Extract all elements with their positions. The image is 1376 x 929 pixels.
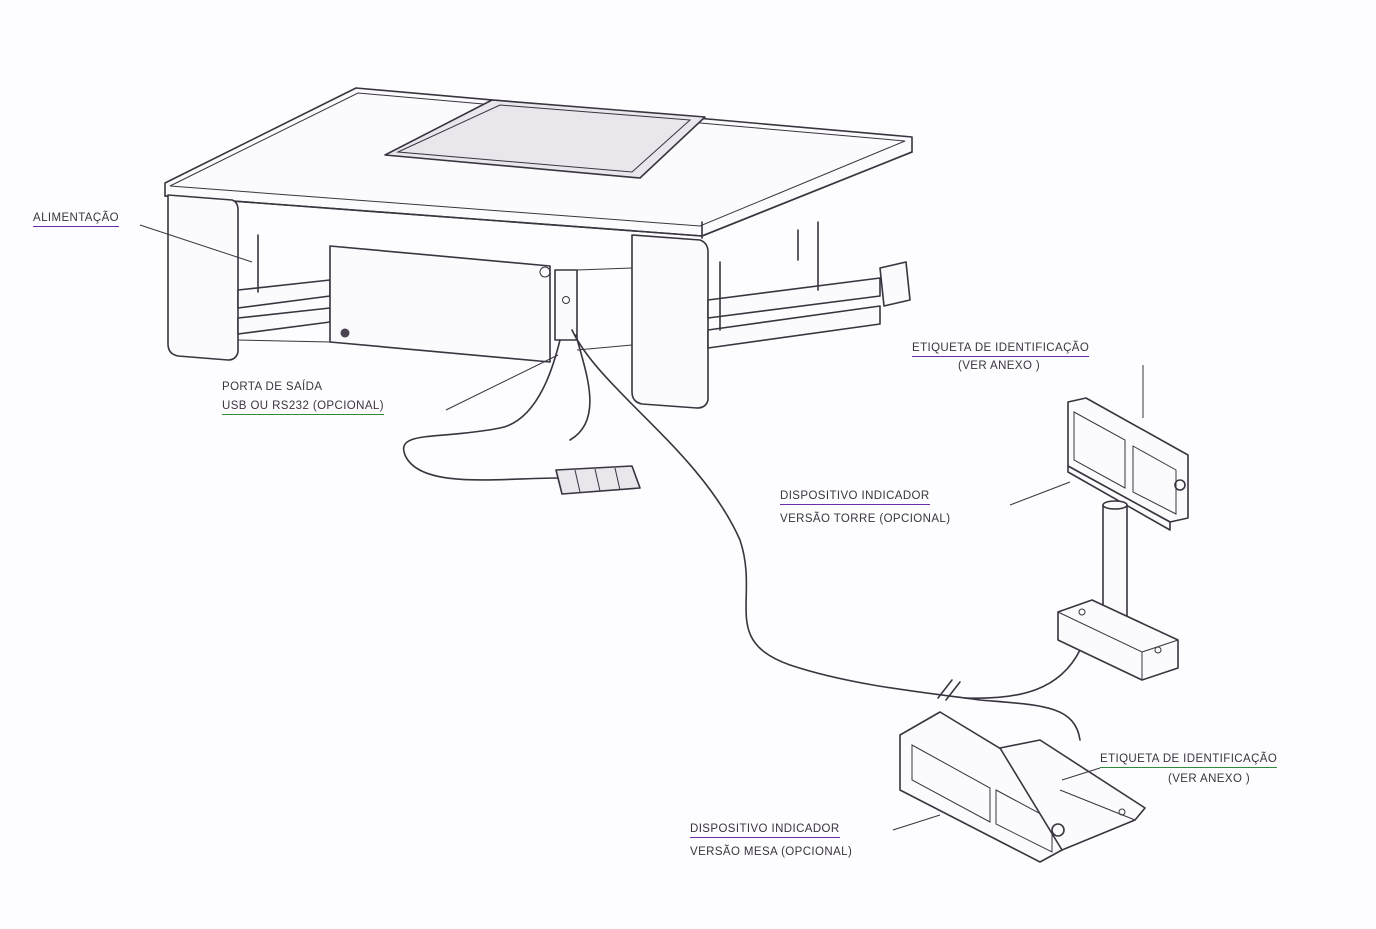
indicator-cable xyxy=(571,329,1081,741)
label-indicador-mesa-line1: DISPOSITIVO INDICADOR xyxy=(690,823,840,838)
label-porta-saida-line2: USB OU RS232 (OPCIONAL) xyxy=(222,400,384,415)
tower-indicator xyxy=(1057,397,1189,681)
label-indicador-torre-line2: VERSÃO TORRE (OPCIONAL) xyxy=(780,513,951,525)
label-etiqueta-mesa-line1: ETIQUETA DE IDENTIFICAÇÃO xyxy=(1100,753,1278,768)
label-etiqueta-torre-line1: ETIQUETA DE IDENTIFICAÇÃO xyxy=(912,342,1090,357)
label-porta-saida-line1: PORTA DE SAÍDA xyxy=(222,381,323,393)
label-indicador-mesa-line2: VERSÃO MESA (OPCIONAL) xyxy=(690,846,853,858)
leader-lines xyxy=(139,224,1144,831)
scale-body xyxy=(164,87,913,409)
label-indicador-torre-line1: DISPOSITIVO INDICADOR xyxy=(780,490,930,505)
label-etiqueta-torre-line2: (VER ANEXO ) xyxy=(958,360,1041,372)
label-etiqueta-mesa-line2: (VER ANEXO ) xyxy=(1168,773,1251,785)
desk-indicator xyxy=(899,711,1146,863)
label-alimentacao: ALIMENTAÇÃO xyxy=(33,212,119,227)
usb-cable xyxy=(402,334,641,495)
